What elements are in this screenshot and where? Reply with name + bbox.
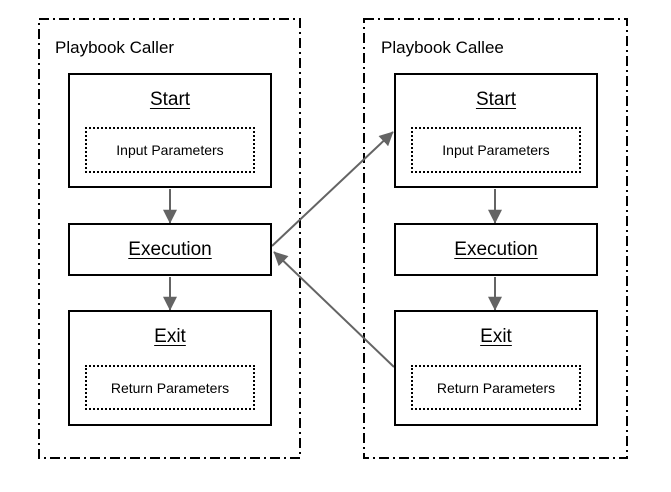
caller-start-title: Start <box>149 89 191 110</box>
caller-exit-title: Exit <box>154 326 186 347</box>
caller-container-border <box>38 18 301 459</box>
callee-return-parameters-box: Return Parameters <box>411 365 581 410</box>
callee-container-border <box>363 18 628 459</box>
callee-input-parameters-box: Input Parameters <box>411 127 581 173</box>
callee-execution-title: Execution <box>454 238 538 260</box>
caller-return-parameters-label: Return Parameters <box>110 379 230 396</box>
caller-execution-node: Execution <box>68 223 272 276</box>
caller-return-parameters-box: Return Parameters <box>85 365 255 410</box>
callee-exit-title: Exit <box>480 326 512 347</box>
callee-start-title: Start <box>475 89 517 110</box>
caller-start-node: Start Input Parameters <box>68 73 272 188</box>
callee-start-node: Start Input Parameters <box>394 73 598 188</box>
caller-exit-node: Exit Return Parameters <box>68 310 272 426</box>
callee-exit-node: Exit Return Parameters <box>394 310 598 426</box>
callee-execution-node: Execution <box>394 223 598 276</box>
caller-input-parameters-label: Input Parameters <box>116 142 224 158</box>
caller-execution-title: Execution <box>128 238 212 260</box>
arrow-call-caller-execution-to-callee-start <box>271 131 394 247</box>
callee-return-parameters-label: Return Parameters <box>436 379 556 396</box>
caller-title: Playbook Caller <box>55 38 175 57</box>
arrow-return-callee-exit-to-caller-execution <box>273 251 395 368</box>
callee-input-parameters-label: Input Parameters <box>442 142 550 158</box>
callee-title: Playbook Callee <box>381 38 504 57</box>
caller-input-parameters-box: Input Parameters <box>85 127 255 173</box>
